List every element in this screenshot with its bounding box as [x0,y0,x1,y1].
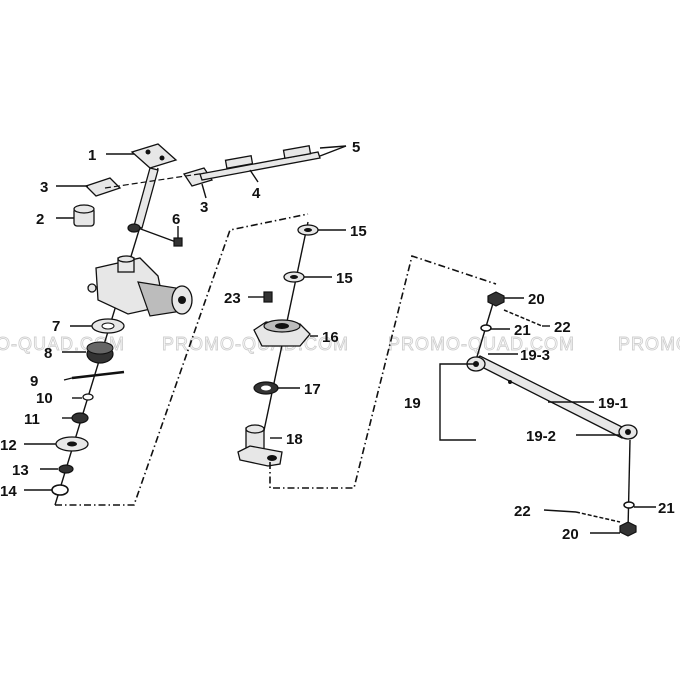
connector-left-middle [55,213,309,506]
handlebar-clamp-top [130,143,178,169]
cotter-21-upper [480,324,492,332]
washer-11 [71,412,89,424]
bolt-hole [159,155,165,161]
pitman-arm-top [245,424,265,434]
callout-13: 13 [12,462,29,479]
bracket-19 [439,363,476,441]
pin-22-upper [503,309,543,327]
shaft-nut [127,223,141,233]
snap-ring-14 [51,484,69,496]
callout-7: 7 [52,318,60,335]
nut-20-upper [487,291,505,307]
callout-21-upper: 21 [514,322,531,339]
callout-18: 18 [286,431,303,448]
motor-end-hole [178,296,186,304]
nut-20-lower [619,521,637,537]
pin-22-lower [575,511,621,523]
callout-19-3: 19-3 [520,347,550,364]
disc-hole [67,441,77,447]
mount-lug [87,283,97,293]
callout-3-right: 3 [200,199,208,216]
callout-1: 1 [88,147,96,164]
callout-5: 5 [352,139,360,156]
watermark: PROMO [618,334,680,354]
callout-8: 8 [44,345,52,362]
handlebar-grip [224,155,254,169]
steering-post [133,167,159,229]
housing-hole [275,323,289,329]
callout-2: 2 [36,211,44,228]
bolt-23 [263,291,273,303]
callout-19: 19 [404,395,421,412]
callout-3-left: 3 [40,179,48,196]
callout-4: 4 [252,185,261,202]
callout-15-lower: 15 [336,270,353,287]
callout-20-lower: 20 [562,526,579,543]
callout-23: 23 [224,290,241,307]
nut-13 [58,464,74,474]
tie-rod-axis-lower [627,439,631,531]
bolt-leader [137,227,177,243]
callout-22-lower: 22 [514,503,531,520]
connector-middle-right [269,254,497,489]
washer-hole [304,228,312,232]
leader-lines [24,145,656,534]
rod-nut [508,380,512,384]
callout-6: 6 [172,211,180,228]
washer-hole [101,322,115,330]
callout-20-upper: 20 [528,291,545,308]
bearing-top [86,341,114,355]
callout-22-upper: 22 [554,319,571,336]
pitman-arm-18 [237,445,283,467]
callout-21-lower: 21 [658,500,675,517]
callout-17: 17 [304,381,321,398]
callout-9: 9 [30,373,38,390]
pitman-hole [267,455,277,461]
handlebar-clamp-lower-left [84,177,122,197]
callout-16: 16 [322,329,339,346]
washer-hole [290,275,298,279]
callout-10: 10 [36,390,53,407]
gearbox-input-top [117,255,135,263]
callout-14: 14 [0,483,17,500]
bolt-hole [145,149,151,155]
washer-hole [261,385,271,391]
handlebar-rod [199,151,321,181]
callout-19-1: 19-1 [598,395,628,412]
ring-10 [82,393,94,401]
cotter-pin-9 [71,370,125,380]
handlebar-grip [282,145,312,159]
cotter-21-lower [623,501,635,509]
ball-joint [625,429,631,435]
bushing-top [73,204,95,214]
callout-11: 11 [24,411,40,428]
callout-19-2: 19-2 [526,428,556,445]
callout-15-upper: 15 [350,223,367,240]
bolt-6 [173,237,183,247]
callout-12: 12 [0,437,17,454]
